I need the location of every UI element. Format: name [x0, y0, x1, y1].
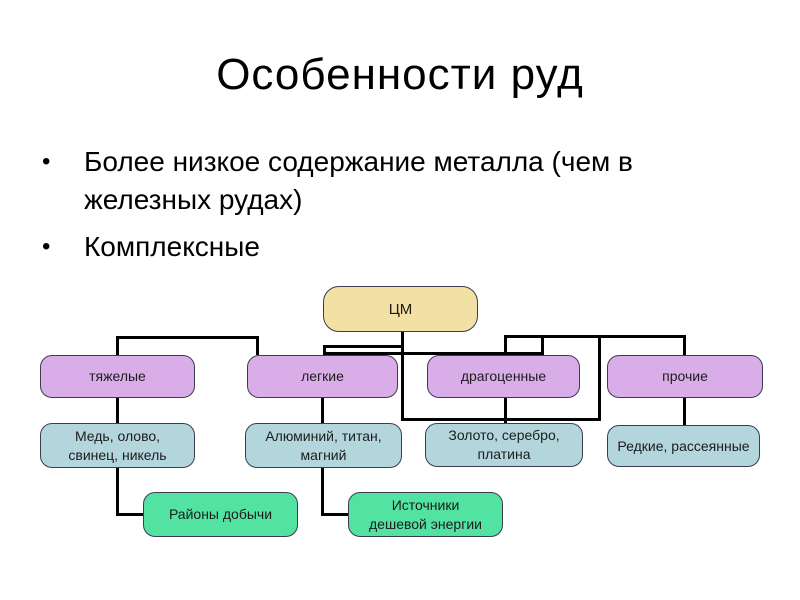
category-box-precious: драгоценные	[427, 355, 580, 398]
connector-line	[256, 336, 259, 355]
connector-line	[598, 335, 601, 421]
bullet-item: • Более низкое содержание металла (чем в…	[42, 143, 702, 219]
bullet-text: Более низкое содержание металла (чем в ж…	[84, 146, 633, 215]
composition-box-heavy: Медь, олово, свинец, никель	[40, 423, 195, 468]
connector-line	[541, 335, 544, 354]
connector-line	[116, 513, 144, 516]
connector-line	[321, 398, 324, 424]
connector-line	[401, 418, 601, 421]
connector-line	[116, 468, 119, 516]
composition-box-precious: Золото, серебро, платина	[425, 423, 583, 467]
leaf-box-mining-areas: Районы добычи	[143, 492, 298, 537]
bullet-list: • Более низкое содержание металла (чем в…	[42, 143, 702, 275]
bullet-text: Комплексные	[84, 231, 260, 262]
category-box-heavy: тяжелые	[40, 355, 195, 398]
root-box-cm: ЦМ	[323, 286, 478, 332]
category-box-other: прочие	[607, 355, 763, 398]
leaf-box-cheap-energy: Источники дешевой энергии	[348, 492, 503, 537]
connector-line	[116, 398, 119, 424]
composition-box-other: Редкие, рассеянные	[607, 425, 760, 467]
category-box-light: легкие	[247, 355, 398, 398]
connector-line	[323, 352, 544, 355]
connector-line	[321, 513, 349, 516]
connector-line	[504, 335, 507, 354]
connector-line	[504, 335, 686, 338]
connector-line	[683, 335, 686, 356]
connector-line	[323, 345, 404, 348]
composition-box-light: Алюминий, титан, магний	[245, 423, 402, 468]
connector-line	[683, 398, 686, 426]
connector-line	[323, 345, 326, 355]
connector-line	[401, 332, 404, 421]
bullet-item: • Комплексные	[42, 228, 702, 266]
connector-line	[321, 468, 324, 516]
slide-title: Особенности руд	[216, 50, 584, 99]
connector-line	[116, 336, 259, 339]
connector-line	[504, 398, 507, 424]
bullet-marker: •	[42, 148, 51, 175]
connector-line	[116, 336, 119, 355]
bullet-marker: •	[42, 233, 51, 260]
